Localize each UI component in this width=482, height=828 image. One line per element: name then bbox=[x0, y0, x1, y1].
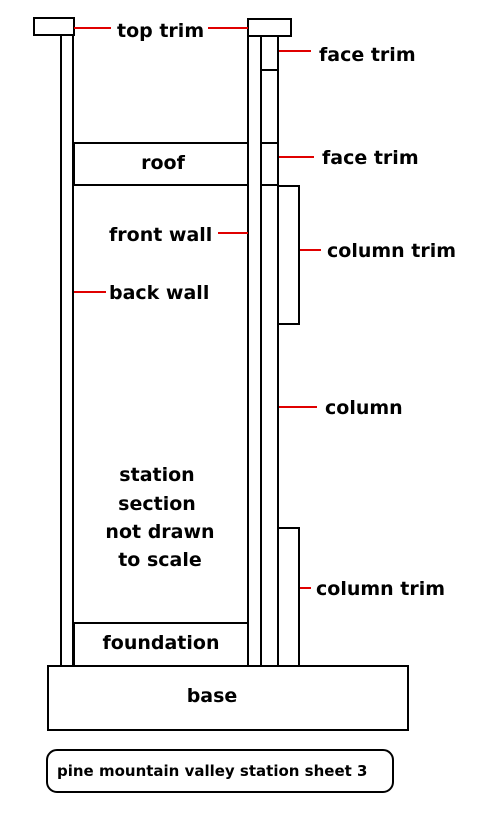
sheet-title: pine mountain valley station sheet 3 bbox=[57, 762, 367, 780]
note-line-4: to scale bbox=[118, 549, 202, 571]
roof bbox=[73, 142, 249, 186]
back-wall bbox=[60, 34, 74, 667]
base bbox=[47, 665, 409, 731]
note-line-2: section bbox=[118, 493, 196, 515]
label-column-trim-upper: column trim bbox=[327, 240, 456, 262]
column bbox=[260, 35, 279, 667]
note-line-3: not drawn bbox=[105, 521, 214, 543]
front-wall bbox=[247, 35, 262, 667]
foundation bbox=[73, 622, 249, 667]
label-roof: roof bbox=[141, 152, 185, 174]
label-column: column bbox=[325, 397, 403, 419]
face-trim-middle bbox=[260, 142, 279, 186]
label-front-wall: front wall bbox=[109, 224, 212, 246]
sheet-title-box bbox=[46, 749, 394, 793]
label-column-trim-lower: column trim bbox=[316, 578, 445, 600]
face-trim-upper bbox=[260, 35, 279, 71]
label-face-trim-upper: face trim bbox=[319, 44, 416, 66]
column-trim-upper bbox=[277, 185, 300, 325]
label-foundation: foundation bbox=[103, 632, 220, 654]
note-line-1: station bbox=[119, 464, 194, 486]
label-back-wall: back wall bbox=[109, 282, 209, 304]
label-base: base bbox=[187, 685, 238, 707]
column-trim-lower bbox=[277, 527, 300, 667]
top-trim-left bbox=[33, 17, 75, 36]
label-top-trim: top trim bbox=[117, 20, 204, 42]
label-face-trim-middle: face trim bbox=[322, 147, 419, 169]
top-trim-right bbox=[247, 18, 292, 37]
